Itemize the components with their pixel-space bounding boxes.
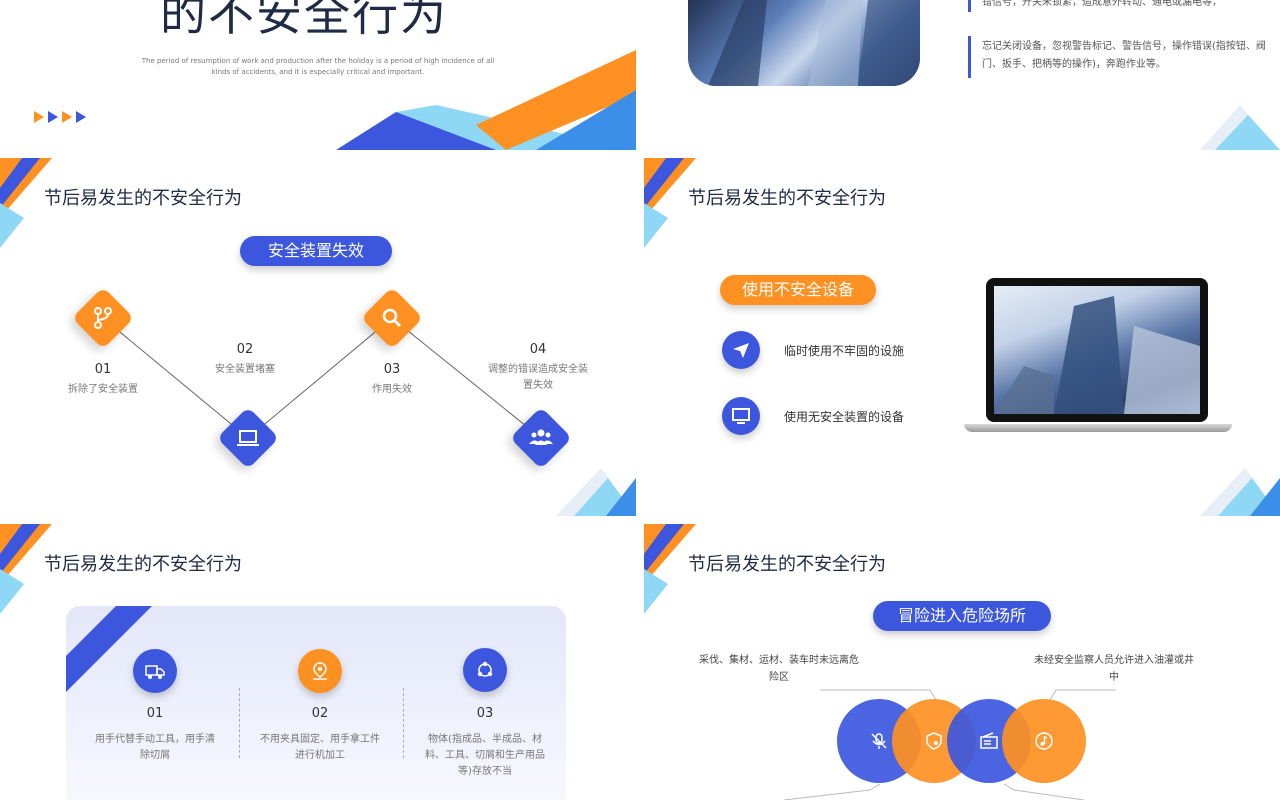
text-block-2: 忘记关闭设备，忽视警告标记、警告信号，操作错误(指按钮、阀门、扳手、把柄等的操作… bbox=[982, 41, 1266, 70]
section-pill: 安全装置失效 bbox=[240, 236, 392, 266]
item-04-desc: 调整的错误造成安全装置失效 bbox=[488, 364, 588, 391]
slide-title: 节后易发生的不安全行为 bbox=[44, 188, 242, 209]
location-pin-icon bbox=[313, 662, 327, 680]
item-02-num: 02 bbox=[236, 342, 254, 357]
item-02-num: 02 bbox=[311, 706, 329, 721]
item-01-num: 01 bbox=[146, 706, 164, 721]
item-2-badge bbox=[722, 397, 760, 435]
item-03-badge bbox=[463, 648, 507, 692]
item-02-desc: 安全装置堵塞 bbox=[215, 364, 275, 375]
radio-icon bbox=[980, 732, 998, 749]
laptop-screen-photo bbox=[994, 286, 1200, 414]
item-01-desc: 拆除了安全装置 bbox=[68, 384, 138, 395]
slide-safety-device-failure: 节后易发生的不安全行为 安全装置失效 01 拆除了安全装置 02 安全装置堵塞 … bbox=[0, 158, 636, 516]
microphone-off-icon bbox=[871, 733, 887, 749]
corner-stripes bbox=[0, 524, 52, 614]
truck-icon bbox=[145, 665, 165, 679]
arrow-row bbox=[34, 108, 86, 127]
slide-title: 节后易发生的不安全行为 bbox=[44, 554, 242, 575]
network-icon bbox=[477, 661, 493, 677]
item-2-label: 使用无安全装置的设备 bbox=[784, 410, 905, 424]
slide-manual-operations: 节后易发生的不安全行为 01 用手代替手动工具，用手清除切屑 02 不用夹具固定… bbox=[0, 524, 636, 800]
item-02-desc: 不用夹具固定、用手拿工件进行机加工 bbox=[260, 734, 380, 761]
item-04-num: 04 bbox=[529, 342, 547, 357]
divider-1 bbox=[239, 688, 240, 758]
item-03-num: 03 bbox=[476, 706, 494, 721]
corner-decoration bbox=[1200, 468, 1280, 516]
branch-icon bbox=[94, 307, 112, 329]
note-right: 未经安全监察人员允许进入油灌或井中 bbox=[1034, 655, 1194, 683]
building-photo bbox=[688, 0, 920, 86]
item-01-badge bbox=[133, 649, 177, 693]
corner-stripes bbox=[644, 524, 696, 614]
search-icon bbox=[382, 308, 402, 328]
text-block-1: 错信号，开关未锁紧，造成意外转动、通电或漏电等， bbox=[982, 0, 1222, 8]
paper-plane-icon bbox=[733, 343, 749, 358]
slide-unsafe-equipment: 节后易发生的不安全行为 使用不安全设备 临时使用不牢固的设施 使用无安全装置的设… bbox=[644, 158, 1280, 516]
slide-text-image: 错信号，开关未锁紧，造成意外转动、通电或漏电等， 忘记关闭设备，忽视警告标记、警… bbox=[644, 0, 1280, 150]
monitor-icon bbox=[732, 408, 750, 424]
building-illustration bbox=[994, 296, 1200, 414]
slide-title: 节后易发生的不安全行为 bbox=[688, 188, 886, 209]
skyscraper-illustration bbox=[708, 0, 920, 86]
divider-2 bbox=[403, 688, 404, 758]
english-subtitle: The period of resumption of work and pro… bbox=[141, 57, 495, 76]
laptop-base bbox=[964, 424, 1232, 432]
card-corner-stripe bbox=[66, 606, 152, 692]
slide-title-end: 的不安全行为 The period of resumption of work … bbox=[0, 0, 636, 150]
laptop-icon bbox=[237, 430, 259, 446]
content-card bbox=[66, 606, 566, 800]
accent-bar-1 bbox=[968, 0, 971, 12]
item-03-desc: 作用失效 bbox=[372, 384, 412, 395]
accent-bar-2 bbox=[968, 36, 971, 78]
corner-stripes bbox=[0, 158, 52, 248]
slide-dangerous-places: 节后易发生的不安全行为 冒险进入危险场所 采伐、集材、运材、装车时未远离危险区 … bbox=[644, 524, 1280, 800]
corner-decoration bbox=[336, 50, 636, 150]
item-1-label: 临时使用不牢固的设施 bbox=[784, 344, 905, 358]
item-03-num: 03 bbox=[383, 362, 401, 377]
leader-lines bbox=[783, 689, 1116, 800]
item-03-desc: 物体(指成品、半成品、材料、工具、切屑和生产用品等)存放不当 bbox=[425, 734, 545, 777]
shield-gear-icon bbox=[926, 732, 942, 750]
corner-decoration bbox=[556, 468, 636, 516]
item-01-desc: 用手代替手动工具，用手清除切屑 bbox=[95, 734, 215, 761]
section-pill: 冒险进入危险场所 bbox=[873, 601, 1051, 631]
big-title: 的不安全行为 bbox=[160, 0, 448, 41]
zigzag-line bbox=[102, 317, 542, 439]
music-note-icon bbox=[1035, 732, 1053, 750]
item-01-num: 01 bbox=[94, 362, 112, 377]
section-pill: 使用不安全设备 bbox=[720, 275, 876, 305]
corner-stripes bbox=[644, 158, 696, 248]
slide-title: 节后易发生的不安全行为 bbox=[688, 554, 886, 575]
triangle-arrow-icon bbox=[34, 111, 86, 123]
note-left: 采伐、集材、运材、装车时未远离危险区 bbox=[699, 655, 859, 683]
laptop-mockup bbox=[986, 278, 1208, 422]
corner-decoration bbox=[1200, 105, 1280, 150]
people-icon bbox=[529, 429, 553, 445]
